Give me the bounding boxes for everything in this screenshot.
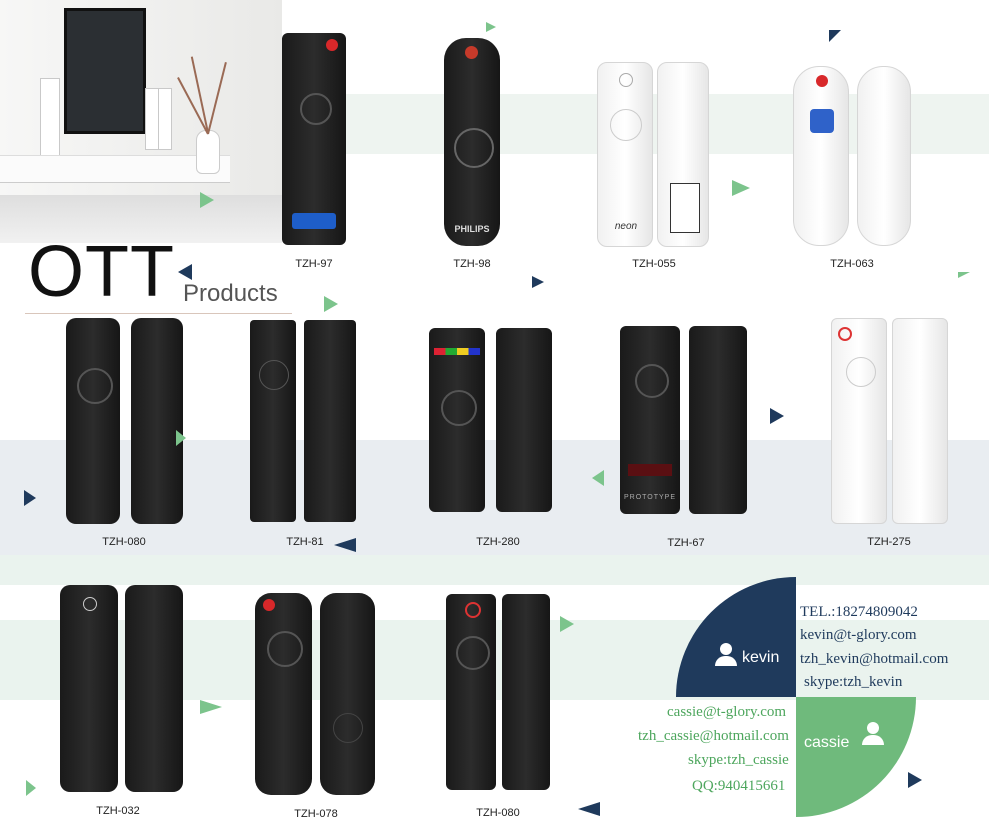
contact-name-kevin: kevin [742, 649, 780, 666]
remote-tzh-080b-back [502, 594, 550, 790]
model-label: TZH-97 [295, 258, 333, 270]
living-room-photo [0, 0, 282, 243]
decor-triangle [178, 264, 192, 280]
decor-triangle [324, 296, 338, 312]
remote-tzh-81-front [250, 320, 296, 522]
remote-tzh-032-front [60, 585, 118, 792]
decor-triangle [334, 538, 356, 552]
remote-tzh-055-back [657, 62, 709, 247]
model-label: TZH-032 [96, 805, 140, 817]
products-subtitle: Products [183, 280, 278, 307]
brand-label: neon [614, 221, 638, 232]
decor-triangle [200, 192, 214, 208]
model-label: TZH-81 [286, 536, 324, 548]
decor-triangle [732, 180, 750, 196]
brand-label: PHILIPS [454, 224, 490, 234]
decor-triangle [560, 616, 574, 632]
remote-tzh-078-back [320, 593, 375, 795]
contact-name-cassie: cassie [804, 734, 850, 751]
remote-tzh-080b-front [446, 594, 496, 790]
model-label: TZH-063 [830, 258, 874, 270]
kevin-skype[interactable]: skype:tzh_kevin [804, 674, 903, 690]
decor-triangle [532, 276, 544, 288]
kevin-hotmail[interactable]: tzh_kevin@hotmail.com [800, 651, 949, 667]
model-label: TZH-080 [476, 807, 520, 819]
kevin-quadrant [676, 577, 796, 697]
model-label: TZH-080 [102, 536, 146, 548]
brand-label: PROTOTYPE [623, 494, 677, 501]
kevin-email[interactable]: kevin@t-glory.com [800, 627, 917, 643]
decor-triangle [24, 490, 36, 506]
middle-band-green [0, 555, 989, 585]
remote-tzh-080-back [131, 318, 183, 524]
remote-tzh-275-back [892, 318, 948, 524]
model-label: TZH-275 [867, 536, 911, 548]
decor-triangle [770, 408, 784, 424]
decor-triangle [486, 22, 496, 32]
cassie-qq[interactable]: QQ:940415661 [692, 778, 786, 794]
remote-tzh-032-back [125, 585, 183, 792]
model-label: TZH-98 [453, 258, 491, 270]
remote-tzh-063-front [793, 66, 849, 246]
remote-tzh-98: PHILIPS [444, 38, 500, 246]
decor-triangle [26, 780, 36, 796]
cassie-skype[interactable]: skype:tzh_cassie [688, 752, 789, 768]
decor-triangle [958, 272, 970, 278]
cassie-quadrant [796, 697, 916, 817]
kevin-tel[interactable]: TEL.:18274809042 [800, 604, 918, 620]
cassie-hotmail[interactable]: tzh_cassie@hotmail.com [638, 728, 789, 744]
model-label: TZH-280 [476, 536, 520, 548]
remote-tzh-67-back [689, 326, 747, 514]
remote-tzh-97 [282, 33, 346, 245]
decor-triangle [200, 700, 222, 714]
decor-triangle [908, 772, 922, 788]
cassie-email[interactable]: cassie@t-glory.com [667, 704, 787, 720]
decor-triangle [578, 802, 600, 816]
remote-tzh-67-front: PROTOTYPE [620, 326, 680, 514]
model-label: TZH-055 [632, 258, 676, 270]
remote-tzh-063-back [857, 66, 911, 246]
remote-tzh-280-front [429, 328, 485, 512]
model-label: TZH-078 [294, 808, 338, 820]
contact-circle [676, 577, 916, 817]
heading-underline [25, 313, 292, 314]
remote-tzh-080-front [66, 318, 120, 524]
decor-triangle [829, 30, 841, 42]
ott-title: OTT [28, 232, 175, 312]
remote-tzh-055-front: neon [597, 62, 653, 247]
remote-tzh-280-back [496, 328, 552, 512]
remote-tzh-275-front [831, 318, 887, 524]
remote-tzh-078-front [255, 593, 312, 795]
decor-triangle [592, 470, 604, 486]
decor-triangle [176, 430, 186, 446]
remote-tzh-81-back [304, 320, 356, 522]
model-label: TZH-67 [667, 537, 705, 549]
